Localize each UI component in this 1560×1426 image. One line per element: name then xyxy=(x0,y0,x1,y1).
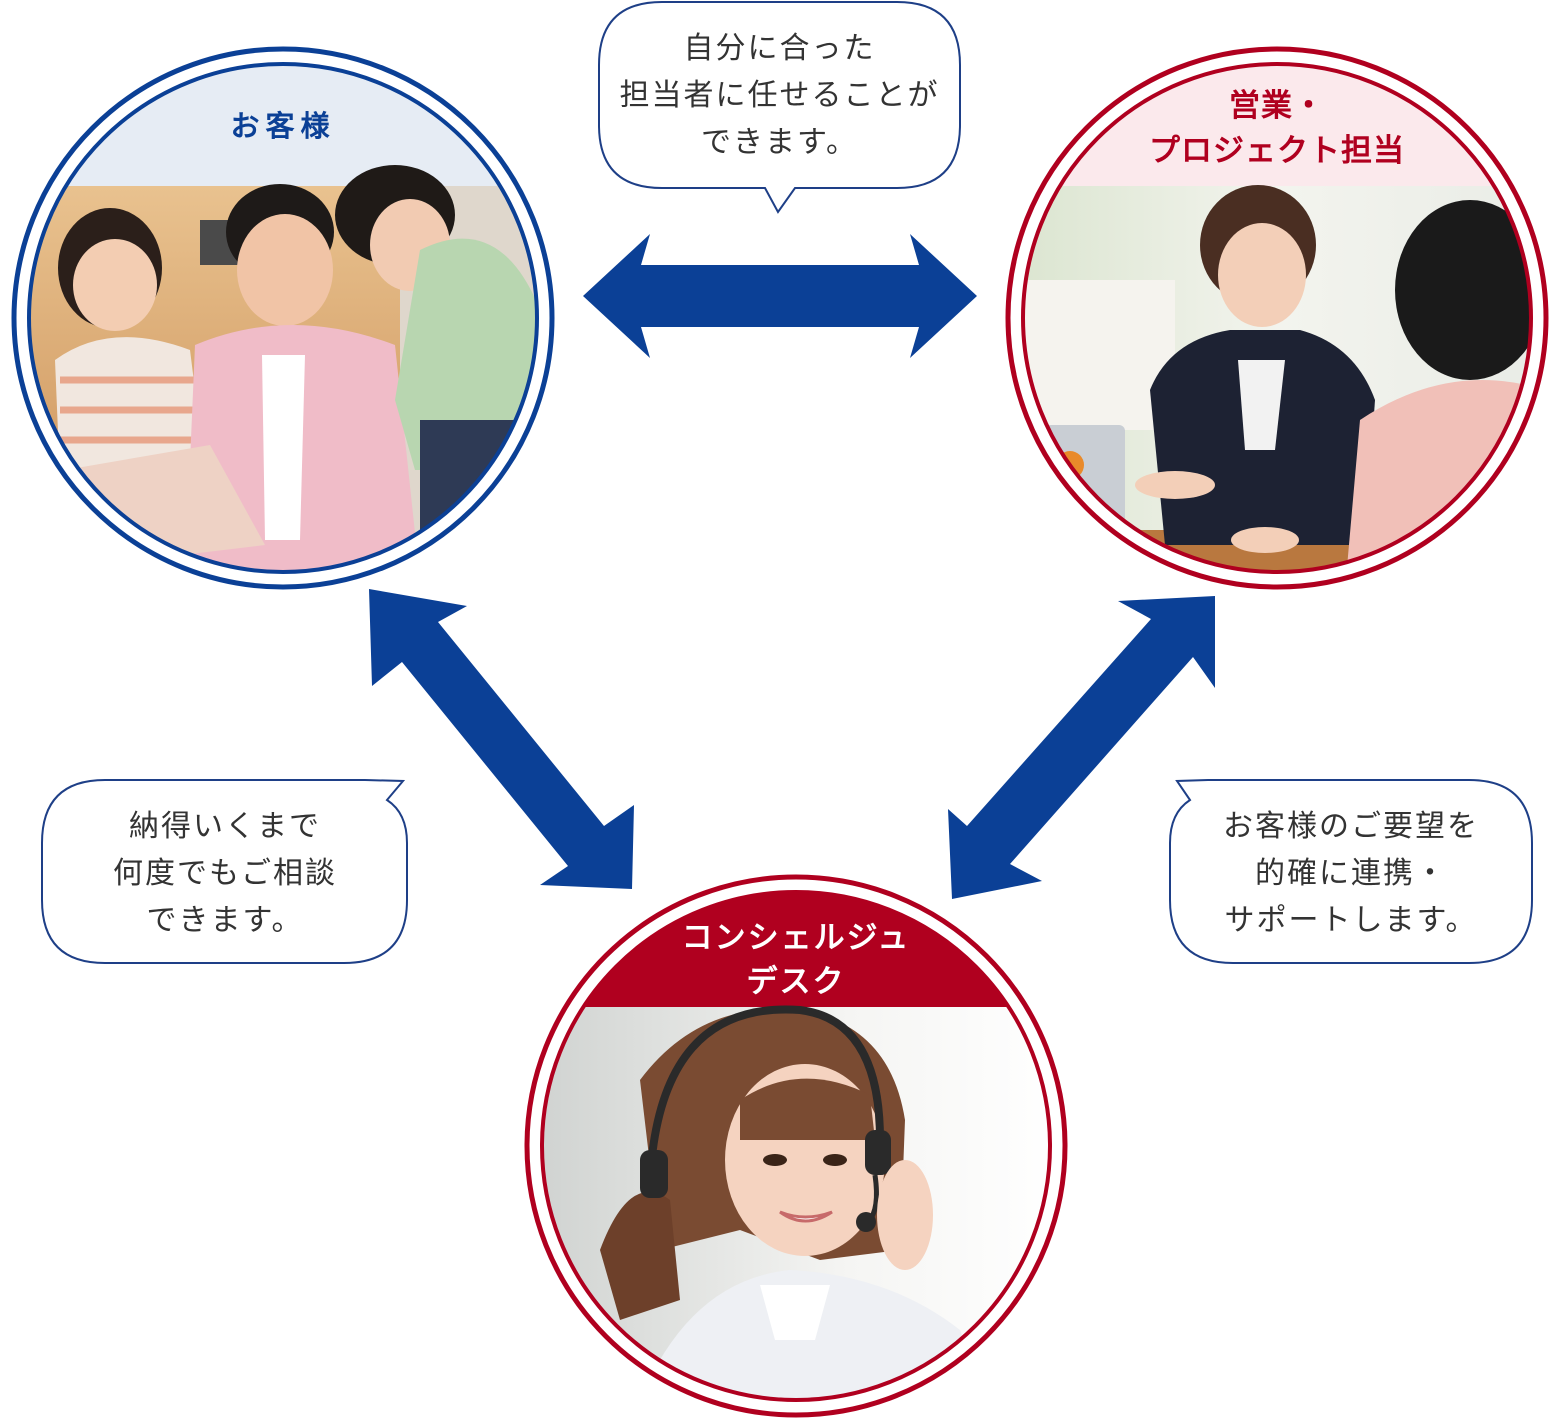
arrow-customer-sales xyxy=(583,234,977,358)
speech-bubble-top xyxy=(598,1,961,214)
operator-with-headset-photo xyxy=(542,1005,1050,1400)
concierge-title-line-2: デスク xyxy=(746,964,846,1000)
concierge-node xyxy=(524,874,1068,1418)
speech-bubble-left-text: 納得いくまで 何度でもご相談 できます。 xyxy=(45,803,405,944)
bubble-right-line-1: お客様のご要望を xyxy=(1223,809,1479,844)
bubble-top-line-2: 担当者に任せることが xyxy=(619,78,940,113)
bubble-left-line-1: 納得いくまで xyxy=(129,809,321,844)
speech-bubble-right-text: お客様のご要望を 的確に連携・ サポートします。 xyxy=(1173,803,1529,944)
sales-title: 営業・ プロジェクト担当 xyxy=(1107,84,1447,174)
sales-title-line-2: プロジェクト担当 xyxy=(1149,133,1405,169)
concierge-title-line-1: コンシェルジュ xyxy=(681,920,911,956)
bubble-left-line-2: 何度でもご相談 xyxy=(113,856,337,891)
concierge-title: コンシェルジュ デスク xyxy=(626,916,966,1004)
sales-title-line-1: 営業・ xyxy=(1229,88,1325,124)
bubble-right-line-3: サポートします。 xyxy=(1224,903,1478,938)
speech-bubble-left xyxy=(41,779,408,964)
family-with-laptop-photo xyxy=(29,165,537,572)
bubble-top-line-1: 自分に合った xyxy=(683,31,876,66)
arrow-sales-concierge xyxy=(948,596,1215,899)
sales-node xyxy=(1005,46,1549,590)
customer-title: お客様 xyxy=(183,106,383,146)
bubble-right-line-2: 的確に連携・ xyxy=(1255,856,1447,891)
speech-bubble-top-text: 自分に合った 担当者に任せることが できます。 xyxy=(602,25,957,166)
speech-bubble-right xyxy=(1169,779,1533,964)
sales-consultant-meeting-photo xyxy=(1023,185,1531,572)
customer-title-text: お客様 xyxy=(230,109,336,143)
bubble-left-line-3: できます。 xyxy=(146,903,304,938)
arrow-customer-concierge xyxy=(369,589,634,889)
bubble-top-line-3: できます。 xyxy=(701,125,858,160)
